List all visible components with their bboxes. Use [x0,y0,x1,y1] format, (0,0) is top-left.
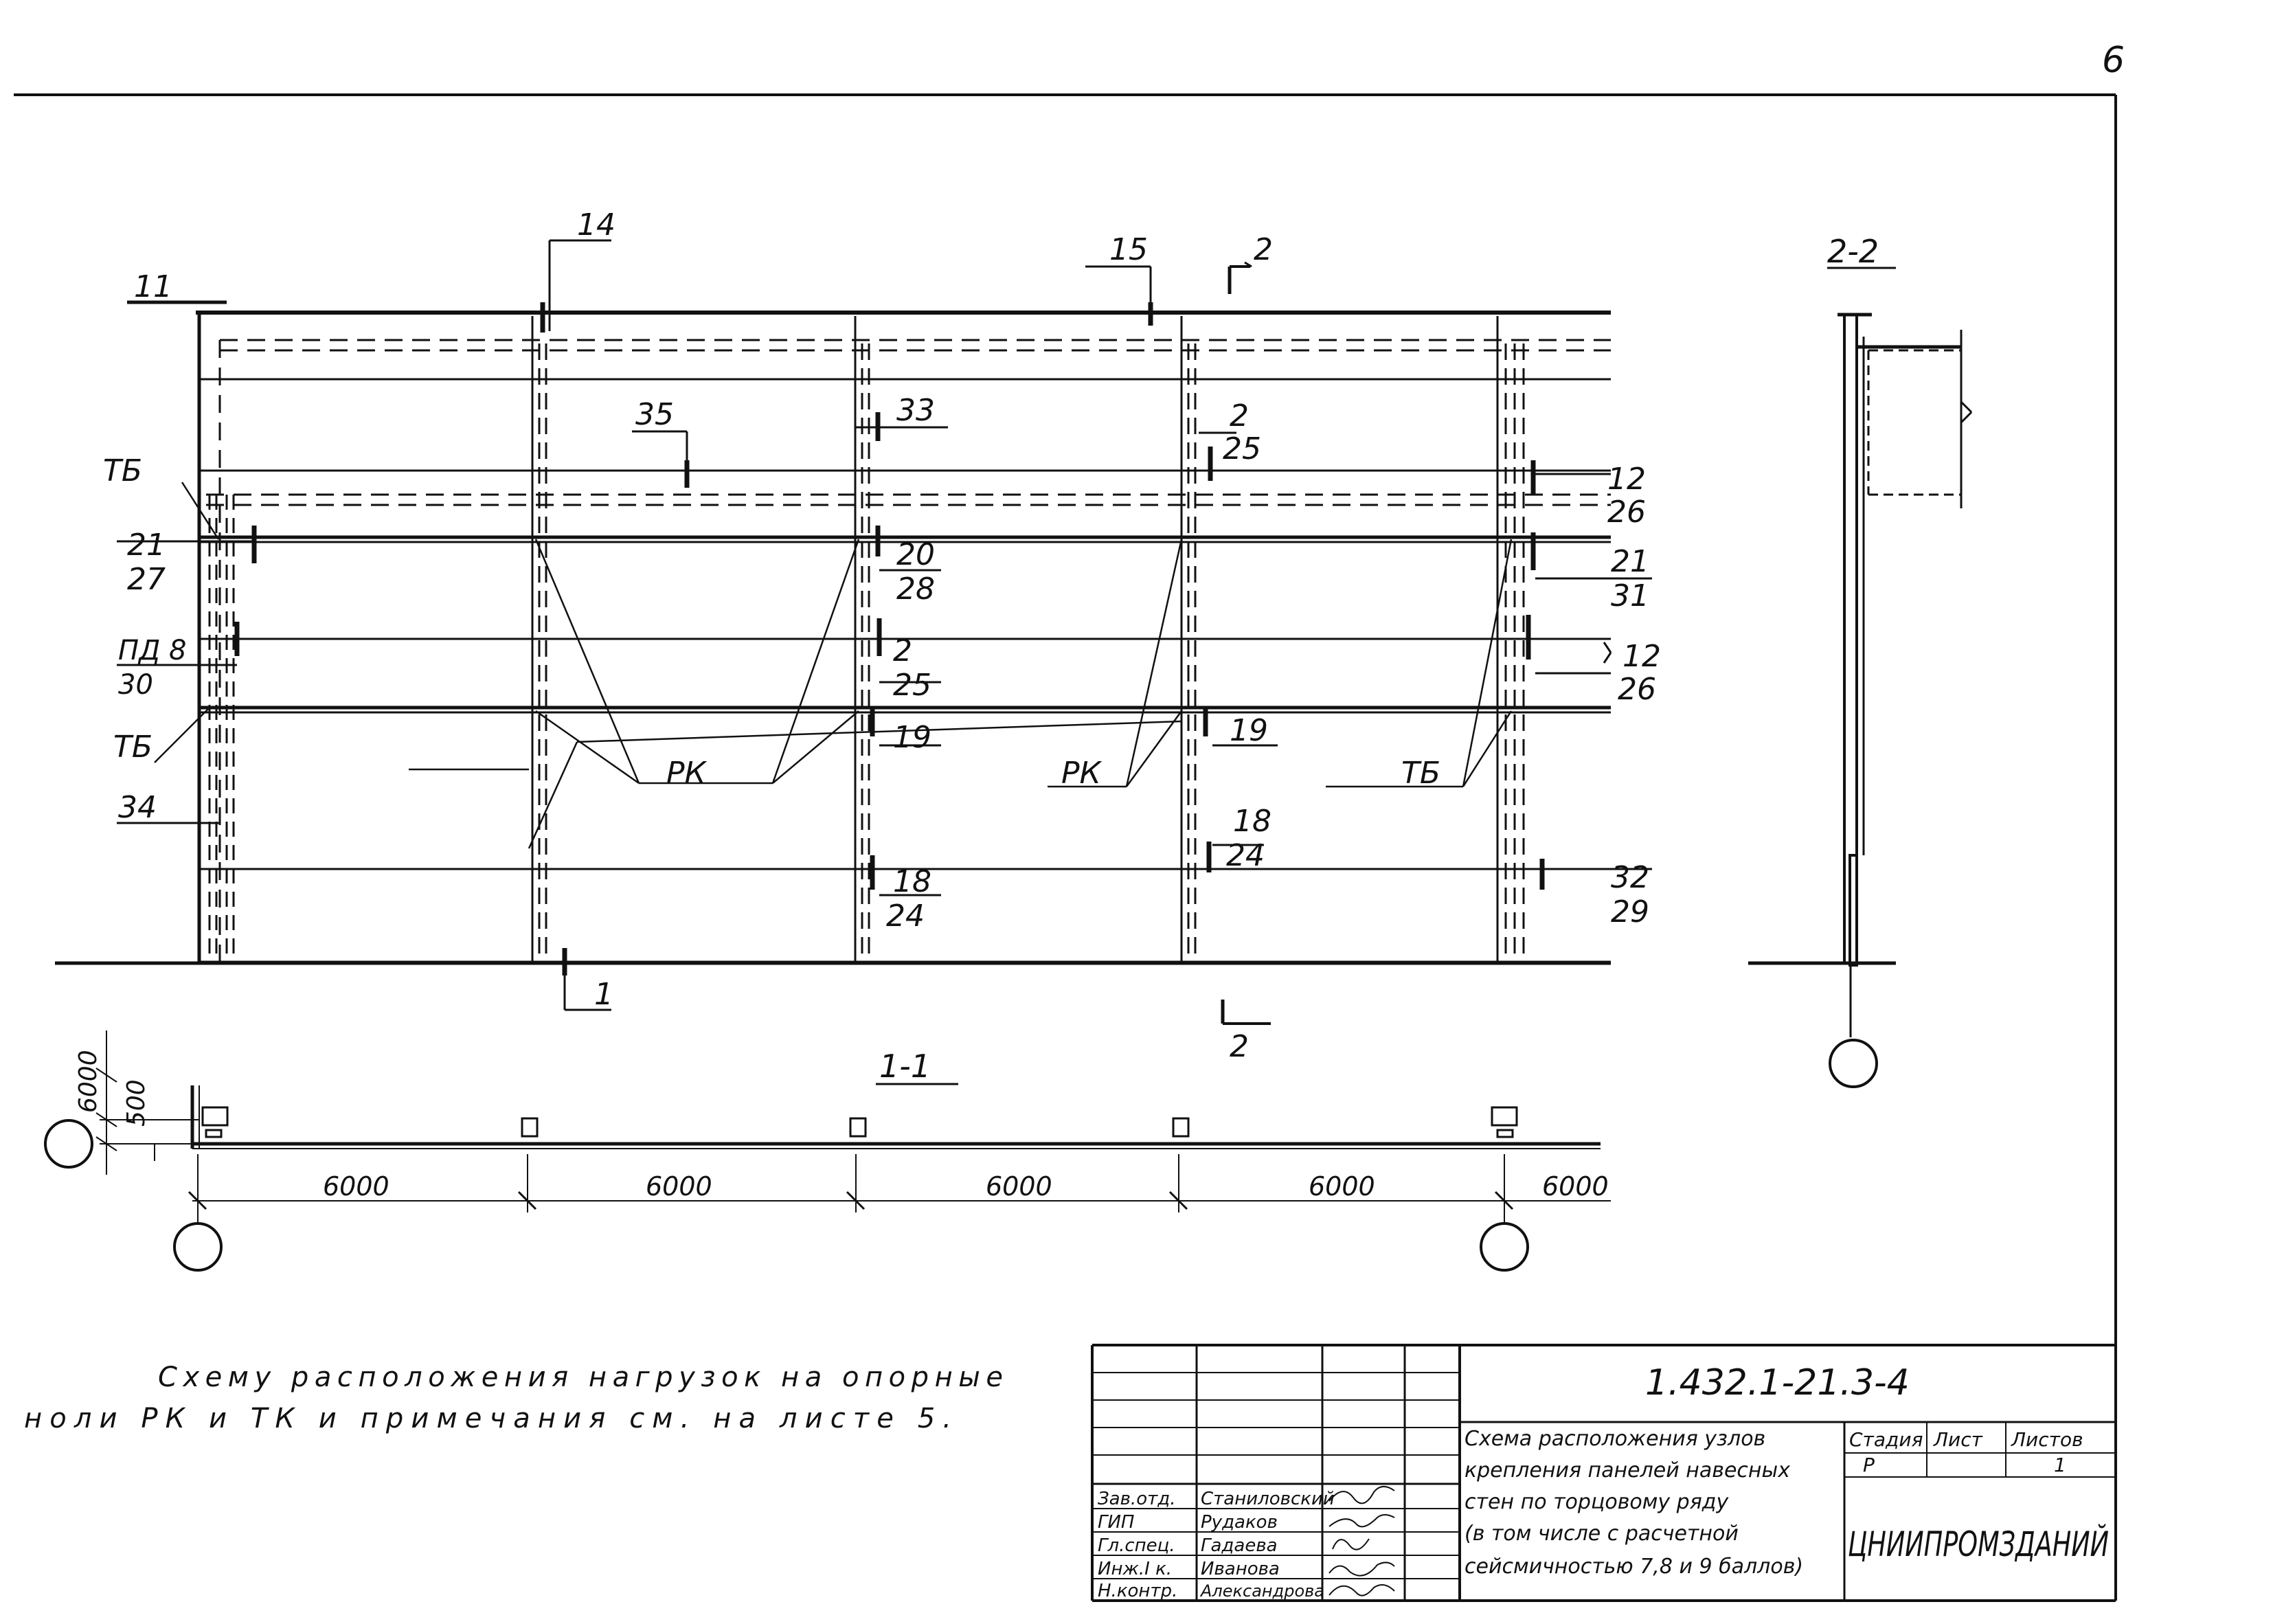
span-5: 6000 [1542,1171,1609,1202]
organization: ЦНИИПРОМЗДАНИЙ [1848,1524,2109,1564]
role-2: ГИП [1098,1512,1135,1533]
callout-pd8-num: ПД 8 [118,635,187,666]
column-d [1496,316,1525,963]
span-4: 6000 [1309,1171,1375,1202]
label-tb-left: ТБ [113,730,152,765]
callout-18-mid-den: 24 [1226,838,1265,873]
name-1: Станиловский [1201,1489,1335,1509]
description-line-4: (в том числе с расчетной [1465,1522,1739,1546]
description-line-2: крепления панелей навесных [1465,1458,1790,1482]
header-sheets: Листов [2011,1428,2083,1451]
support-leaders [409,539,1513,849]
callout-35: 35 [635,397,674,432]
dim-500: 500 [122,1079,150,1127]
description-line-1: Схема расположения узлов [1465,1427,1765,1451]
section-cut-mark-bottom [1221,1000,1271,1025]
note-line-2: ноли РК и ТК и примечания см. на листе 5… [24,1403,951,1434]
section-2-2-title: 2-2 [1827,233,1879,270]
label-rk-left: РК [666,756,708,791]
callout-18-left-den: 24 [886,899,925,934]
label-rk-mid: РК [1061,756,1103,791]
name-3: Гадаева [1201,1535,1278,1556]
callout-pd8-den: 30 [118,669,153,701]
column-c [1180,316,1197,963]
callout-2-top-num: 2 [1230,398,1249,433]
callout-21-right-den: 31 [1611,578,1649,613]
elevation-view: 11 14 15 2 35 33 2 25 12 26 ТБ 21 27 20 … [55,207,1661,1064]
callout-21-left-den: 27 [127,562,166,597]
name-2: Рудаков [1201,1512,1278,1533]
callout-34: 34 [118,790,157,825]
label-tb-right: ТБ [1401,756,1440,791]
role-3: Гл.спец. [1098,1535,1175,1556]
name-4: Иванова [1201,1559,1280,1579]
column-a [531,316,547,963]
callout-18-left-num: 18 [893,864,931,899]
callout-11: 11 [134,269,172,304]
title-block: 1.432.1-21.3-4 Зав.отд. ГИП Гл.спец. Инж… [1091,1345,2117,1602]
callout-33: 33 [896,393,935,428]
cut-label-bottom: 2 [1230,1029,1249,1064]
dim-6000-vertical: 6000 [74,1050,102,1113]
callout-19-left: 19 [893,720,931,755]
header-stage: Стадия [1849,1428,1923,1451]
callout-20-den: 28 [896,572,935,607]
section-2-2-view: 2-2 [1748,233,1973,1088]
span-3: 6000 [986,1171,1052,1202]
value-stage: Р [1863,1454,1875,1476]
callout-leaders [117,239,1652,1011]
role-4: Инж.I к. [1098,1559,1172,1579]
callout-21-right-num: 21 [1611,544,1649,579]
description-line-3: стен по торцовому ряду [1465,1490,1730,1514]
callout-2-mid-den: 25 [893,668,931,703]
callout-19-mid: 19 [1230,713,1268,748]
callout-1: 1 [594,977,613,1012]
callout-20-num: 20 [896,537,935,572]
section-1-1-title: 1-1 [879,1048,931,1085]
callout-15: 15 [1109,232,1148,267]
callout-2-mid-num: 2 [893,633,912,668]
doc-code: 1.432.1-21.3-4 [1645,1362,1910,1403]
header-sheet: Лист [1933,1428,1983,1451]
value-sheets: 1 [2054,1454,2066,1476]
callout-12-mid-num: 12 [1622,639,1661,674]
callout-18-mid-num: 18 [1233,804,1271,839]
name-5: Александрова [1199,1581,1324,1601]
section-1-1-view: 1-1 6000 500 [44,1030,1611,1272]
signatures [1328,1486,1395,1597]
cut-label-top: 2 [1254,232,1273,267]
sheet-frame [14,93,2117,1346]
callout-32-num: 32 [1611,860,1649,895]
note: Схему расположения нагрузок на опорные н… [24,1362,1003,1434]
description-line-5: сейсмичностью 7,8 и 9 баллов) [1465,1555,1803,1579]
callout-2-top-den: 25 [1223,431,1261,466]
span-2: 6000 [646,1171,712,1202]
role-5: Н.контр. [1098,1581,1177,1601]
span-1: 6000 [323,1171,389,1202]
callout-14: 14 [577,207,615,243]
callout-32-den: 29 [1611,894,1649,929]
label-tb-top: ТБ [103,453,142,488]
callout-12-mid-den: 26 [1618,672,1656,707]
note-line-1: Схему расположения нагрузок на опорные [158,1362,1003,1393]
callout-12-top-den: 26 [1607,495,1646,530]
column-b [854,316,870,963]
role-1: Зав.отд. [1098,1489,1175,1509]
callout-12-top-num: 12 [1607,462,1646,497]
callout-21-left-num: 21 [127,528,166,563]
section-cut-mark-top [1228,261,1252,294]
page-number: 6 [2102,40,2125,81]
